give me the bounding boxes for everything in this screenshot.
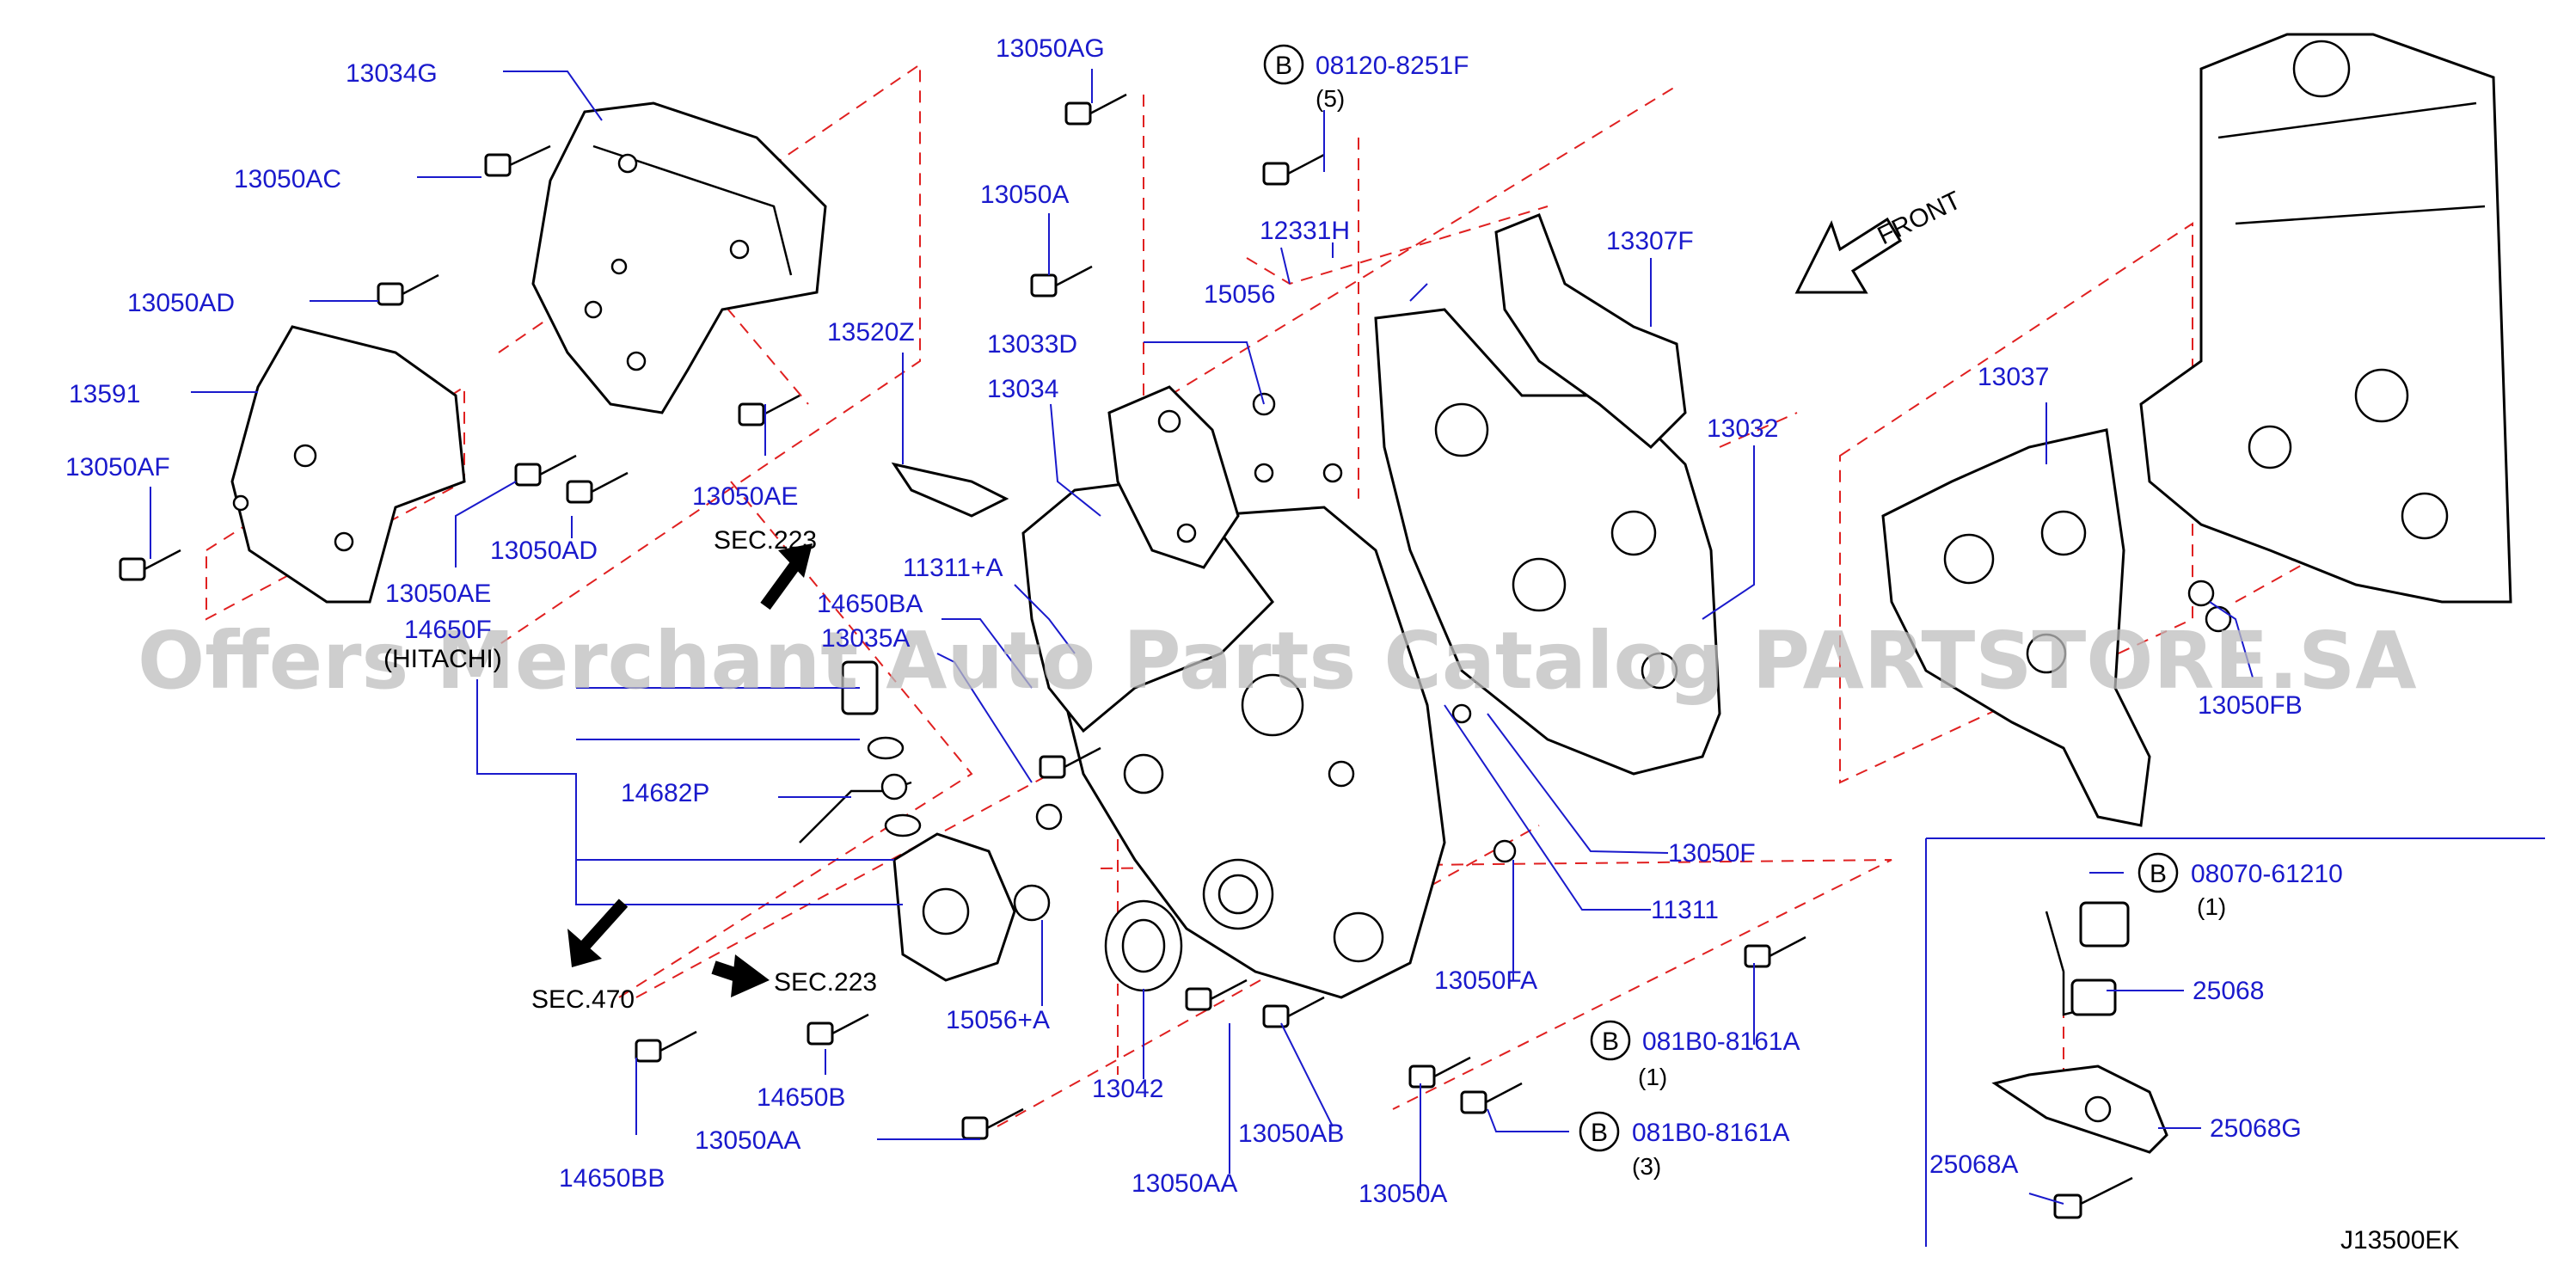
bolt-badge-letter: B <box>1602 1028 1619 1056</box>
bolt-badge-icon <box>2137 852 2179 893</box>
bolt-quantity: (1) <box>2197 893 2226 920</box>
bolt-part-number: 08070-61210 <box>2191 860 2343 888</box>
bolt-badge-letter: B <box>1275 52 1292 80</box>
bolt-badge-icon <box>1590 1020 1631 1061</box>
label-13050ad-top[interactable]: 13050AD <box>127 289 235 317</box>
label-13520z[interactable]: 13520Z <box>827 318 915 347</box>
bolt-ref-08070-61210[interactable]: B 08070-61210 (1) <box>2137 852 2343 920</box>
label-13050ac[interactable]: 13050AC <box>234 165 341 193</box>
oil-seal-13042[interactable] <box>1104 899 1183 992</box>
label-13034[interactable]: 13034 <box>987 375 1058 403</box>
label-13050ae-mid[interactable]: 13050AE <box>692 482 798 511</box>
label-13307f[interactable]: 13307F <box>1606 227 1694 255</box>
label-13037[interactable]: 13037 <box>1978 363 2049 391</box>
label-13042[interactable]: 13042 <box>1092 1075 1163 1103</box>
bolt-ref-081b0-8161a-3[interactable]: B 081B0-8161A (3) <box>1579 1111 1790 1180</box>
label-25068g[interactable]: 25068G <box>2210 1114 2302 1143</box>
section-arrow-223-right[interactable] <box>711 954 770 997</box>
label-14650b[interactable]: 14650B <box>757 1083 845 1112</box>
label-14650f[interactable]: 14650F <box>404 616 492 644</box>
label-13050fa[interactable]: 13050FA <box>1434 966 1537 995</box>
section-link-sec223-top[interactable]: SEC.223 <box>714 526 817 555</box>
label-15056a[interactable]: 15056+A <box>946 1006 1050 1034</box>
label-13050a-bot[interactable]: 13050A <box>1359 1180 1447 1208</box>
label-13050f[interactable]: 13050F <box>1668 839 1756 868</box>
bolt-quantity: (1) <box>1638 1064 1667 1090</box>
bolt-part-number: 08120-8251F <box>1316 52 1469 80</box>
bolt-badge-letter: B <box>2150 860 2167 888</box>
bolt-ref-081b0-8161a-1[interactable]: B 081B0-8161A (1) <box>1590 1020 1800 1090</box>
part-labels: 13034G 13050AC 13050AD 13591 13050AF 130… <box>65 34 2303 1208</box>
label-13591[interactable]: 13591 <box>69 380 140 408</box>
rod-13520z[interactable] <box>891 462 1009 518</box>
label-25068[interactable]: 25068 <box>2193 977 2264 1005</box>
engine-block <box>2139 33 2512 633</box>
sensor-25068[interactable] <box>2045 901 2130 1016</box>
gasket-13037[interactable] <box>1881 428 2151 827</box>
label-13050aa-left[interactable]: 13050AA <box>695 1126 800 1155</box>
label-14650bb[interactable]: 14650BB <box>559 1164 665 1193</box>
section-link-sec223-bottom[interactable]: SEC.223 <box>774 968 877 997</box>
label-13034g[interactable]: 13034G <box>346 59 438 88</box>
bolt-badge-icon <box>1263 44 1304 85</box>
label-11311[interactable]: 11311 <box>1651 896 1719 924</box>
label-13050aa-mid[interactable]: 13050AA <box>1132 1169 1237 1198</box>
lower-cover-13591[interactable] <box>230 325 466 604</box>
label-13050ae-left[interactable]: 13050AE <box>385 580 491 608</box>
bolt-ref-08120-8251f[interactable]: B 08120-8251F (5) <box>1263 44 1469 112</box>
bolt-25068a[interactable] <box>2053 1176 2133 1219</box>
label-13050af[interactable]: 13050AF <box>65 453 170 482</box>
pump-assembly[interactable] <box>892 832 1016 982</box>
bolts <box>119 93 1806 1140</box>
section-arrow-470[interactable] <box>567 899 629 967</box>
front-label: FRONT <box>1874 186 1966 250</box>
label-13050ab[interactable]: 13050AB <box>1238 1120 1344 1148</box>
label-14650ba[interactable]: 14650BA <box>817 590 923 618</box>
leader-lines <box>150 69 2254 1205</box>
diagram-code: J13500EK <box>2340 1226 2459 1255</box>
label-13033d[interactable]: 13033D <box>987 330 1077 359</box>
bolt-quantity: (5) <box>1316 85 1345 112</box>
label-11311a[interactable]: 11311+A <box>903 554 1003 582</box>
label-13032[interactable]: 13032 <box>1707 414 1778 443</box>
bracket-25068g[interactable] <box>1991 1064 2168 1154</box>
bolt-part-number: 081B0-8161A <box>1642 1028 1800 1056</box>
section-link-sec470[interactable]: SEC.470 <box>531 985 635 1014</box>
label-13050a-top[interactable]: 13050A <box>980 181 1069 209</box>
label-25068a[interactable]: 25068A <box>1929 1150 2018 1179</box>
label-14682p[interactable]: 14682P <box>621 779 709 807</box>
label-12331h[interactable]: 12331H <box>1260 217 1350 245</box>
label-13050fb[interactable]: 13050FB <box>2198 691 2303 720</box>
sensor-inset <box>1925 837 2545 1247</box>
section-arrow-223-up[interactable] <box>760 543 813 610</box>
upper-timing-cover-13034g[interactable] <box>531 101 827 414</box>
watermark: Offers Merchant Auto Parts Catalog PARTS… <box>138 615 2417 707</box>
bolt-badge-letter: B <box>1591 1119 1608 1147</box>
label-13050ad-mid[interactable]: 13050AD <box>490 537 598 565</box>
label-hitachi: (HITACHI) <box>383 645 502 673</box>
bolt-badge-icon <box>1579 1111 1620 1152</box>
front-arrow-icon <box>1794 217 1903 294</box>
label-13050ag[interactable]: 13050AG <box>996 34 1105 63</box>
gasket-13307f[interactable] <box>1494 213 1687 450</box>
label-13035a[interactable]: 13035A <box>821 624 910 653</box>
label-15056[interactable]: 15056 <box>1204 280 1275 309</box>
bolt-quantity: (3) <box>1632 1153 1661 1180</box>
bolt-part-number: 081B0-8161A <box>1632 1119 1790 1147</box>
washers <box>867 392 2215 922</box>
cover-13034[interactable] <box>1021 385 1274 733</box>
pipe-14682p[interactable] <box>799 773 912 844</box>
